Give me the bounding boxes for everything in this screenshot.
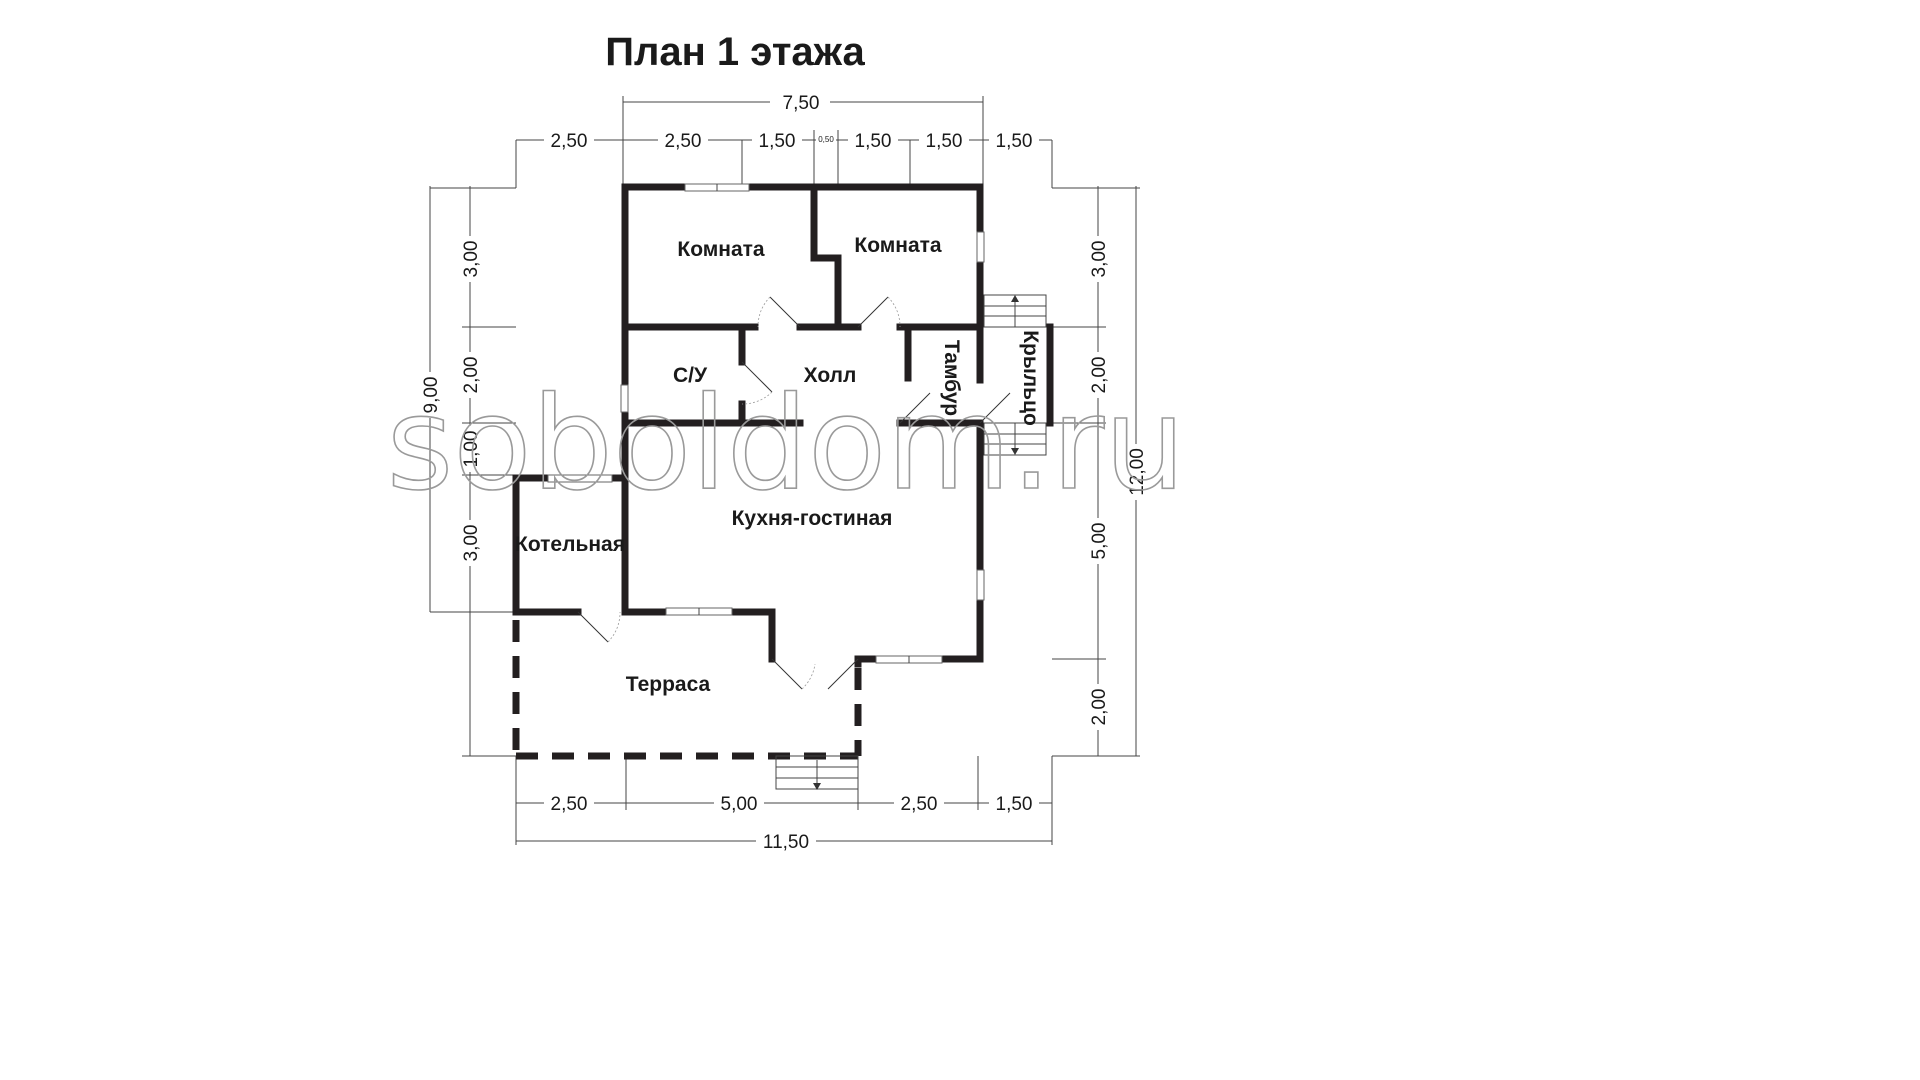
plan-title: План 1 этажа (605, 30, 865, 74)
room-label-vestibule: Тамбур (940, 340, 963, 416)
room-label-wc: С/У (673, 364, 708, 387)
dim-top-6: 1,50 (996, 131, 1033, 152)
dim-right-1: 2,00 (1089, 357, 1110, 394)
terrace-outline (512, 620, 862, 760)
room-labels: Комната Комната С/У Холл Тамбур Крыльцо … (515, 234, 1042, 696)
room-label-room2: Комната (854, 234, 942, 257)
dim-left-0: 3,00 (461, 241, 482, 278)
dim-right-3: 2,00 (1089, 689, 1110, 726)
dim-left-2: 1,00 (461, 431, 482, 468)
dim-right-total: 12,00 (1127, 448, 1148, 496)
dim-top-3: 0,50 (818, 135, 834, 144)
dim-top-1: 2,50 (665, 131, 702, 152)
dim-left-total: 9,00 (421, 377, 442, 414)
room-label-kitchen-living: Кухня-гостиная (732, 507, 893, 530)
dim-left-3: 3,00 (461, 525, 482, 562)
dim-bottom-3: 1,50 (996, 794, 1033, 815)
room-label-boiler: Котельная (515, 533, 625, 556)
steps (775, 294, 1047, 790)
dim-bottom-1: 5,00 (721, 794, 758, 815)
dim-top-2: 1,50 (759, 131, 796, 152)
dimension-labels: 7,50 2,50 2,50 1,50 0,50 1,50 1,50 1,50 … (418, 90, 1148, 853)
dim-top-total: 7,50 (783, 93, 820, 114)
dim-left-1: 2,00 (461, 357, 482, 394)
dim-top-4: 1,50 (855, 131, 892, 152)
dim-right-0: 3,00 (1089, 241, 1110, 278)
watermark-text: soboldom.ru (387, 370, 1186, 519)
dim-top-0: 2,50 (551, 131, 588, 152)
windows (547, 183, 985, 664)
room-label-porch: Крыльцо (1019, 330, 1042, 426)
dim-top-5: 1,50 (926, 131, 963, 152)
doors (577, 296, 1011, 690)
room-label-hall: Холл (804, 364, 857, 387)
room-label-room1: Комната (677, 238, 765, 261)
dim-right-2: 5,00 (1089, 523, 1110, 560)
room-label-terrace: Терраса (626, 673, 711, 696)
dim-bottom-total: 11,50 (763, 832, 809, 853)
dim-bottom-2: 2,50 (901, 794, 938, 815)
dim-bottom-0: 2,50 (551, 794, 588, 815)
